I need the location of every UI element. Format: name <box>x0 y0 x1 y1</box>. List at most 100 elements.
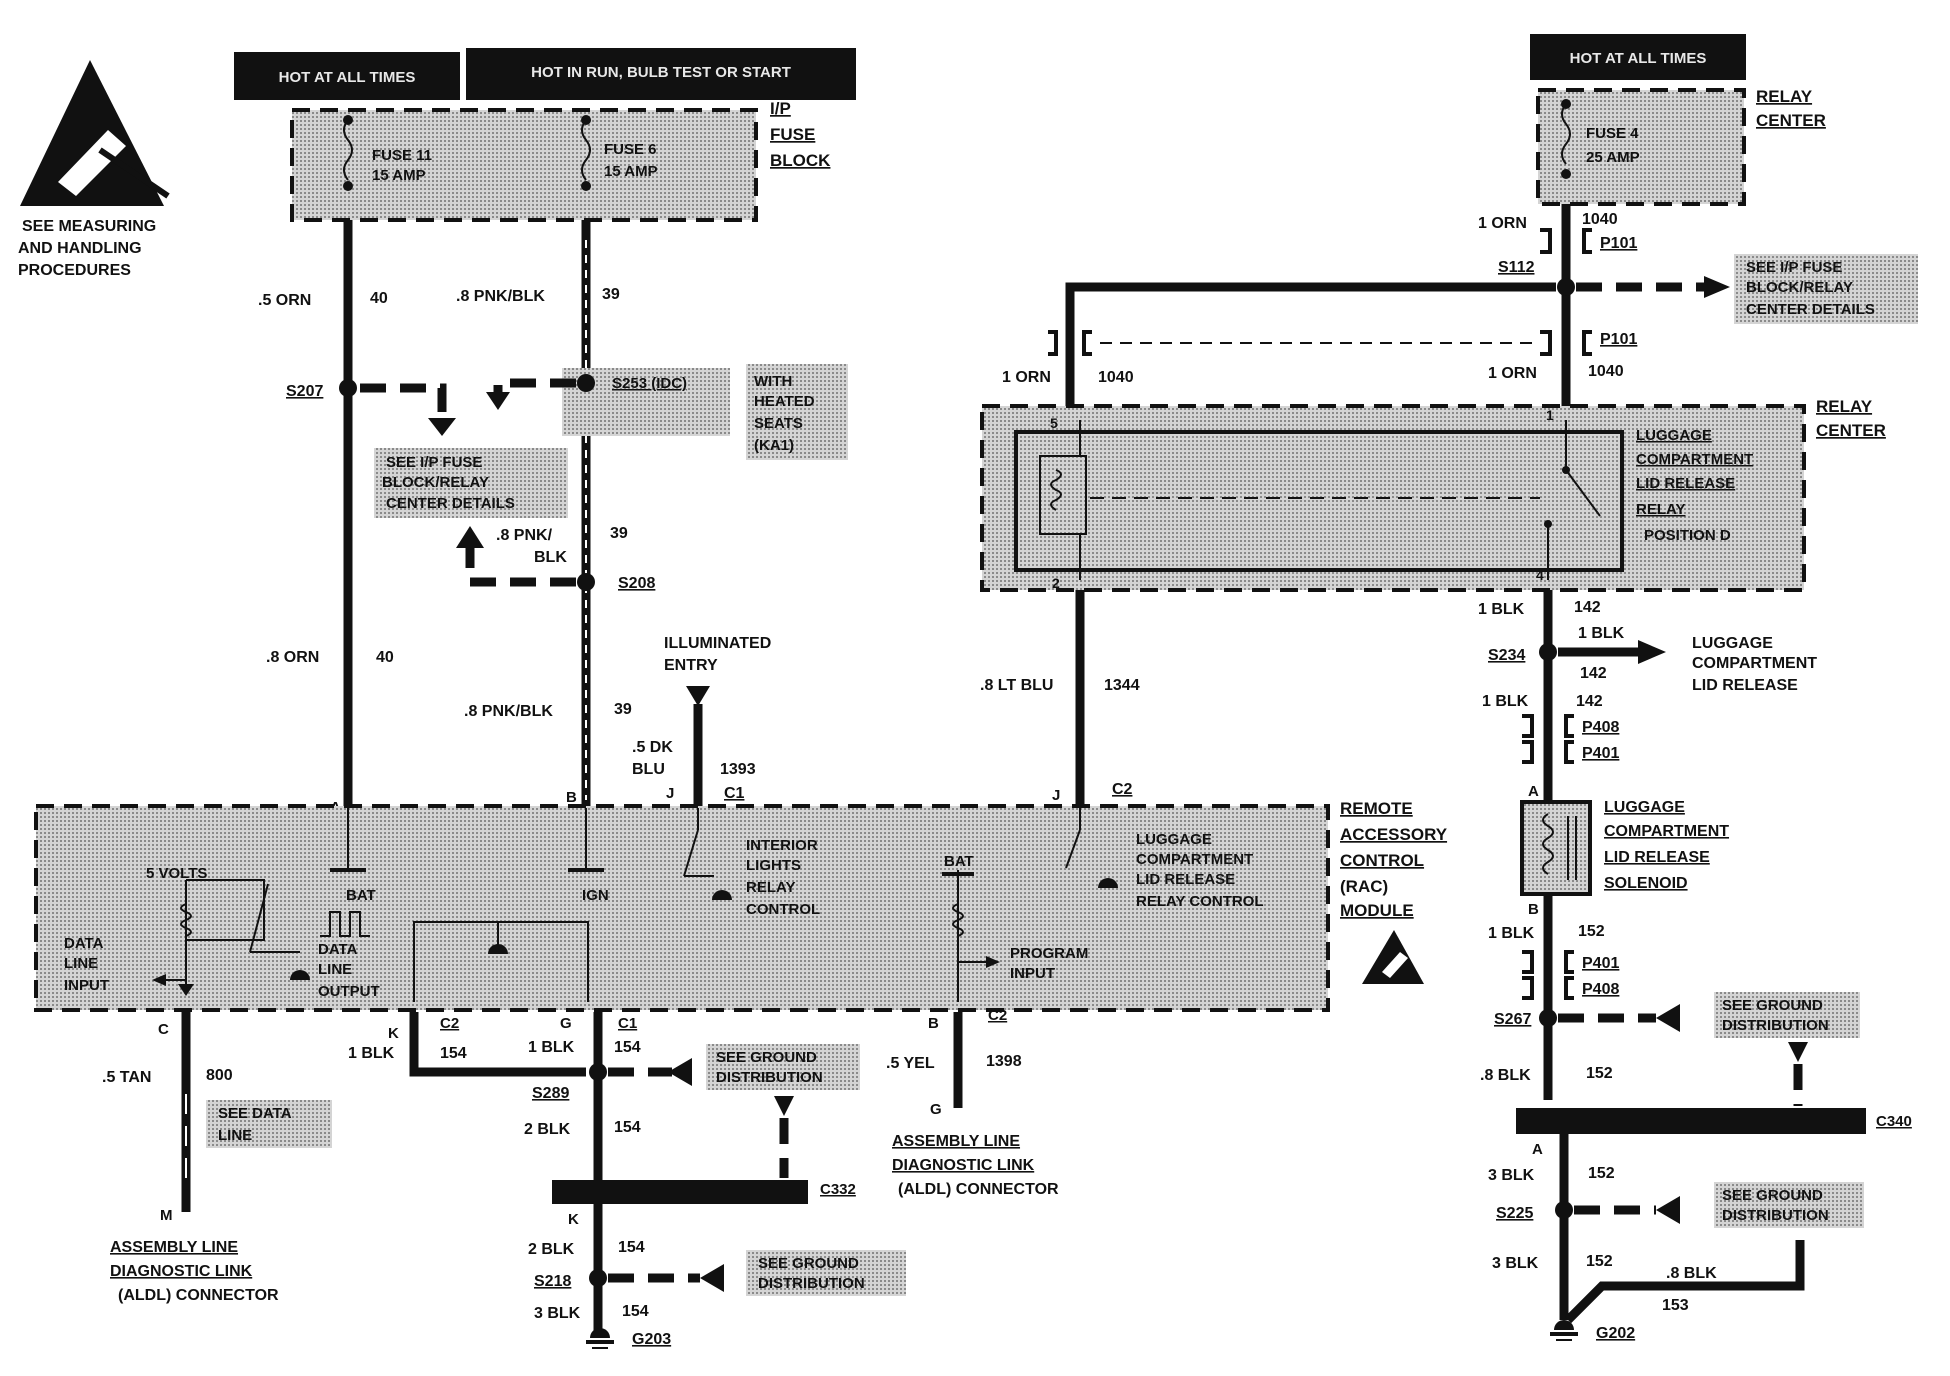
wire-40-upper-label: .5 ORN <box>258 292 311 309</box>
hot-banner-right: HOT AT ALL TIMES <box>1530 34 1746 80</box>
solenoid-3: LID RELEASE <box>1604 849 1710 866</box>
wire-142-2-num: 142 <box>1576 693 1603 710</box>
s207-note-1: SEE I/P FUSE <box>386 454 482 471</box>
c340-bar <box>1516 1108 1866 1134</box>
wire-1398-label: .5 YEL <box>886 1055 935 1072</box>
wire-154-g-num: 154 <box>614 1039 641 1056</box>
wire-154-pin-k: K <box>388 1025 399 1042</box>
rac-luggage-2: COMPARTMENT <box>1136 851 1253 868</box>
wire-154-pin-g: G <box>560 1015 572 1032</box>
relay-pin-4: 4 <box>1536 567 1544 583</box>
wire-39-upper-num: 39 <box>602 286 620 303</box>
wire-1393-num: 1393 <box>720 761 756 778</box>
wire-39-mid-num: 39 <box>610 525 628 542</box>
wire-154-2-label: 2 BLK <box>524 1121 571 1138</box>
wire-1398-conn: C2 <box>988 1007 1007 1024</box>
s267-note-2: DISTRIBUTION <box>1722 1017 1829 1034</box>
relay-center-2: CENTER <box>1816 421 1886 440</box>
ground-g203-label: G203 <box>632 1331 671 1348</box>
branch-luggage-1: LUGGAGE <box>1692 635 1773 652</box>
rac-label-4: (RAC) <box>1340 877 1388 896</box>
wire-142-1-num: 142 <box>1574 599 1601 616</box>
heated-2: HEATED <box>754 393 815 410</box>
relay-label-5: POSITION D <box>1644 527 1731 544</box>
conn-p101-top: P101 <box>1600 235 1637 252</box>
sol-pin-b: B <box>1528 901 1539 918</box>
rac-ign: IGN <box>582 887 609 904</box>
splice-s253-label: S253 (IDC) <box>612 375 687 392</box>
wire-152-2-label: .8 BLK <box>1480 1067 1531 1084</box>
conn-p401-bot: P401 <box>1582 955 1619 972</box>
fuse-6-icon <box>581 115 591 191</box>
wire-39-mid-label-1: .8 PNK/ <box>496 527 553 544</box>
wire-39-upper-label: .8 PNK/BLK <box>456 288 545 305</box>
ip-fuse-block <box>290 108 758 222</box>
splice-s289-label: S289 <box>532 1085 569 1102</box>
conn-p401-top: P401 <box>1582 745 1619 762</box>
hot-banner-left: HOT AT ALL TIMES <box>234 52 460 100</box>
rac-bat-1: BAT <box>346 887 376 904</box>
sol-pin-a: A <box>1528 783 1539 800</box>
conn-c2-top: C2 <box>1112 781 1133 798</box>
heated-1: WITH <box>754 373 792 390</box>
aldl-mid-2: DIAGNOSTIC LINK <box>892 1157 1035 1174</box>
s112-note-2: BLOCK/RELAY <box>1746 279 1853 296</box>
branch-luggage-3: LID RELEASE <box>1692 677 1798 694</box>
wire-1040-right-num: 1040 <box>1588 363 1624 380</box>
wire-1040-left-num: 1040 <box>1098 369 1134 386</box>
wire-1040-top-num: 1040 <box>1582 211 1618 228</box>
relay-pin-2: 2 <box>1052 575 1060 591</box>
pin-j-c1: J <box>666 785 674 802</box>
s207-note-3: CENTER DETAILS <box>386 495 515 512</box>
wire-1040-left-label: 1 ORN <box>1002 369 1051 386</box>
rac-luggage-3: LID RELEASE <box>1136 871 1235 888</box>
solenoid-2: COMPARTMENT <box>1604 823 1729 840</box>
relay-switch-icon <box>1544 420 1601 580</box>
splice-s112-label: S112 <box>1498 259 1535 276</box>
rac-bat-2: BAT <box>944 853 974 870</box>
aldl-left-1: ASSEMBLY LINE <box>110 1239 238 1256</box>
rac-luggage-4: RELAY CONTROL <box>1136 893 1264 910</box>
s289-note-2: DISTRIBUTION <box>716 1069 823 1086</box>
fuse-4-icon <box>1561 99 1571 179</box>
branch-142-num: 142 <box>1580 665 1607 682</box>
s112-note-1: SEE I/P FUSE <box>1746 259 1842 276</box>
conn-p408-top: P408 <box>1582 719 1619 736</box>
solenoid-box <box>1520 800 1592 896</box>
wire-152-1-num: 152 <box>1578 923 1605 940</box>
illum-entry-2: ENTRY <box>664 657 718 674</box>
s112-note-box <box>1734 254 1918 324</box>
rac-program-1: PROGRAM <box>1010 945 1088 962</box>
solenoid-1: LUGGAGE <box>1604 799 1685 816</box>
wire-39-lower-label: .8 PNK/BLK <box>464 703 553 720</box>
relay-center-fuse-box <box>1536 88 1746 206</box>
wire-154-conn-k: C2 <box>440 1015 459 1032</box>
illum-entry-1: ILLUMINATED <box>664 635 771 652</box>
rac-data-in-3: INPUT <box>64 977 109 994</box>
pin-j-c2: J <box>1052 787 1060 804</box>
svg-text:HOT AT ALL TIMES: HOT AT ALL TIMES <box>1570 50 1707 67</box>
splice-s208 <box>577 573 595 591</box>
c332-bar <box>552 1180 808 1204</box>
conn-c1-label: C1 <box>724 785 745 802</box>
s218-note-box <box>746 1250 906 1296</box>
wire-153 <box>1564 1240 1805 1324</box>
wire-154-conn-g: C1 <box>618 1015 637 1032</box>
c340-label: C340 <box>1876 1113 1912 1130</box>
s218-note-2: DISTRIBUTION <box>758 1275 865 1292</box>
wire-1398-pin-b: B <box>928 1015 939 1032</box>
see-data-line-box <box>206 1100 332 1148</box>
rac-interior-2: LIGHTS <box>746 857 801 874</box>
relay-label-2: COMPARTMENT <box>1636 451 1753 468</box>
wire-154-4-label: 3 BLK <box>534 1305 581 1322</box>
wire-800-pin-c: C <box>158 1021 169 1038</box>
aldl-left-2: DIAGNOSTIC LINK <box>110 1263 253 1280</box>
wire-800-num: 800 <box>206 1067 233 1084</box>
splice-s207 <box>339 379 357 397</box>
fuse-4-label: FUSE 4 <box>1586 125 1639 142</box>
esd-warning-icon <box>20 60 170 206</box>
rac-luggage-1: LUGGAGE <box>1136 831 1212 848</box>
wire-1344-label: .8 LT BLU <box>980 677 1053 694</box>
relay-label-3: LID RELEASE <box>1636 475 1735 492</box>
